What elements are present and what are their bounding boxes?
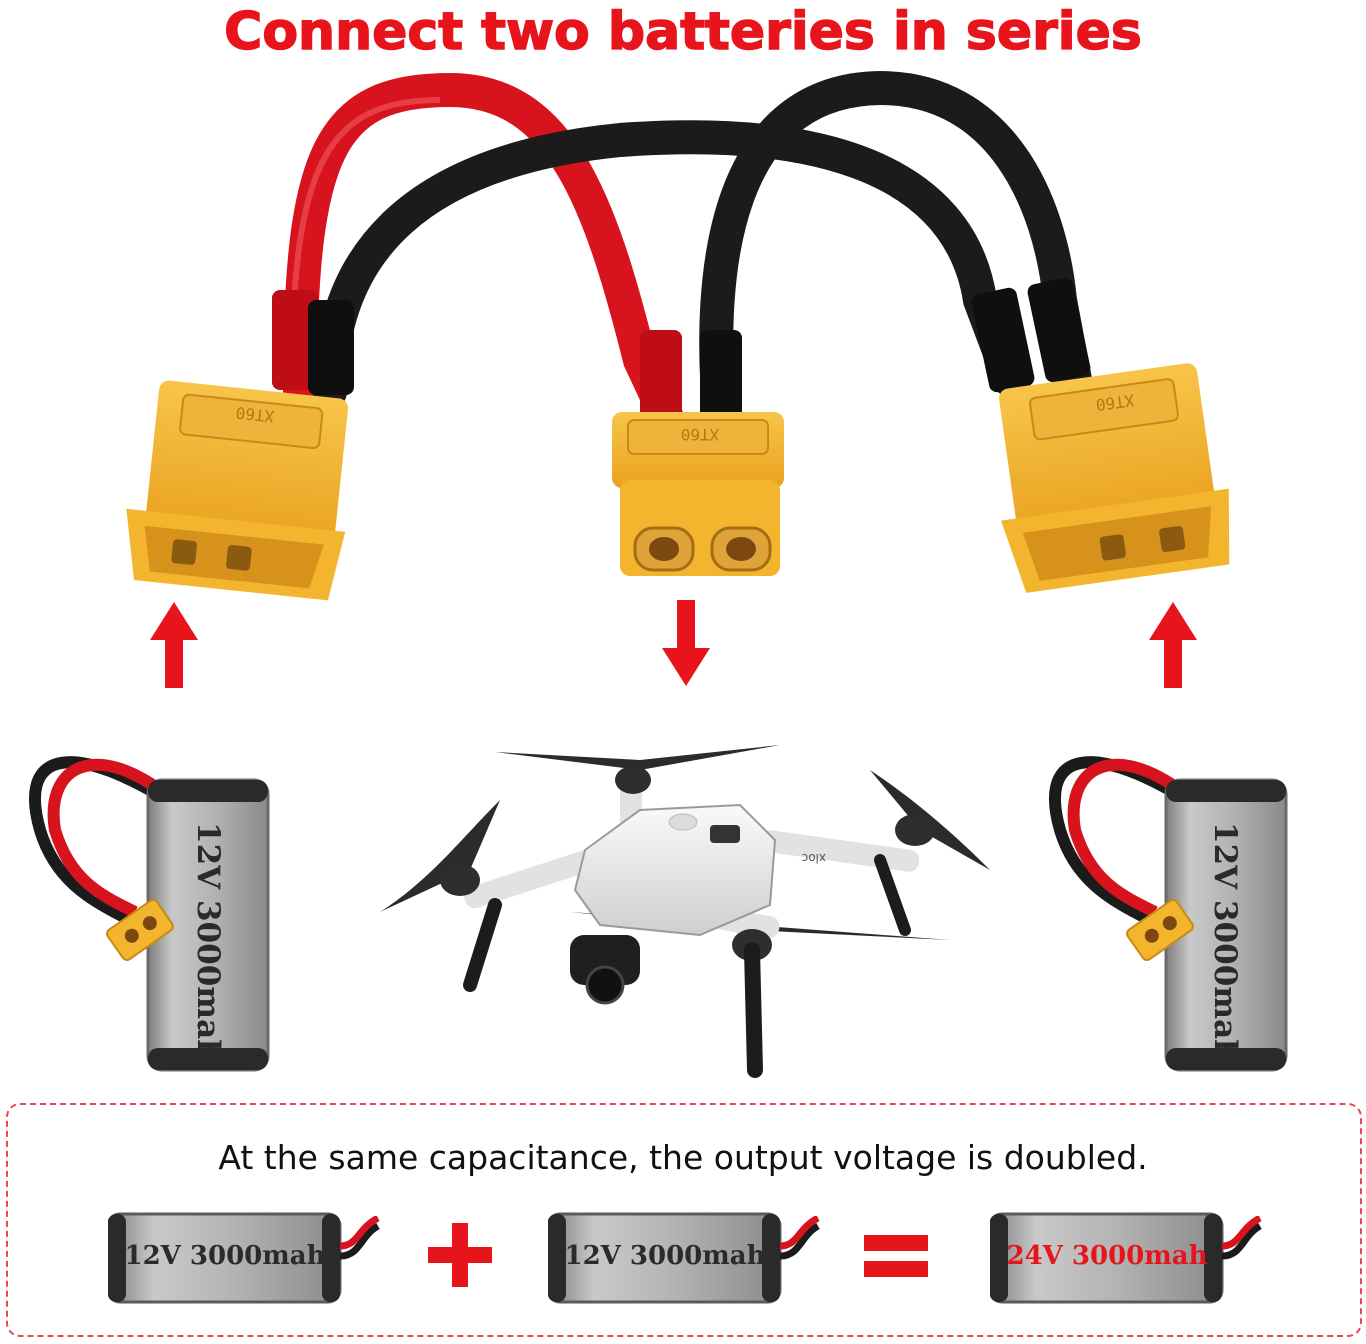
battery-right bbox=[1049, 756, 1288, 1072]
drone-image: xloc bbox=[380, 745, 990, 1078]
battery-b-lead bbox=[780, 1216, 820, 1260]
battery-left-label: 12V 3000mah bbox=[190, 822, 226, 1062]
y-cable bbox=[272, 70, 1092, 437]
battery-left bbox=[29, 756, 270, 1072]
equation-battery-result: 24V 3000mah bbox=[988, 1210, 1230, 1306]
drone-brand-marking: xloc bbox=[802, 851, 826, 865]
page-title: Connect two batteries in series bbox=[223, 1, 1142, 63]
plus-operator bbox=[420, 1215, 500, 1295]
connector-center-marking: XT60 bbox=[680, 425, 720, 444]
equation-battery-b-label: 12V 3000mah bbox=[564, 1241, 766, 1271]
equals-operator bbox=[856, 1215, 936, 1295]
arrow-up-icon bbox=[150, 602, 198, 688]
xt60-female-icon bbox=[1126, 899, 1194, 961]
equation-battery-a-label: 12V 3000mah bbox=[124, 1241, 326, 1271]
equation-battery-result-label: 24V 3000mah bbox=[1006, 1241, 1208, 1271]
product-illustration: xloc bbox=[29, 70, 1288, 1078]
black-wire-short bbox=[699, 70, 1092, 437]
battery-result-lead bbox=[1222, 1216, 1262, 1260]
xt60-male-connector-left bbox=[126, 380, 349, 601]
arrow-down-icon bbox=[662, 600, 710, 686]
black-wire-long bbox=[313, 120, 1027, 409]
battery-a-lead bbox=[340, 1216, 380, 1260]
equation-battery-a: 12V 3000mah bbox=[106, 1210, 348, 1306]
info-panel bbox=[6, 1103, 1362, 1337]
battery-right-label: 12V 3000mah bbox=[1207, 822, 1243, 1062]
panel-caption: At the same capacitance, the output volt… bbox=[218, 1138, 1148, 1177]
red-wire bbox=[283, 72, 685, 437]
equation-battery-b: 12V 3000mah bbox=[546, 1210, 788, 1306]
arrow-up-icon bbox=[1149, 602, 1197, 688]
xt60-male-connector-right bbox=[999, 363, 1230, 593]
xt60-female-icon bbox=[106, 899, 174, 961]
xt60-female-connector-center bbox=[612, 412, 784, 576]
